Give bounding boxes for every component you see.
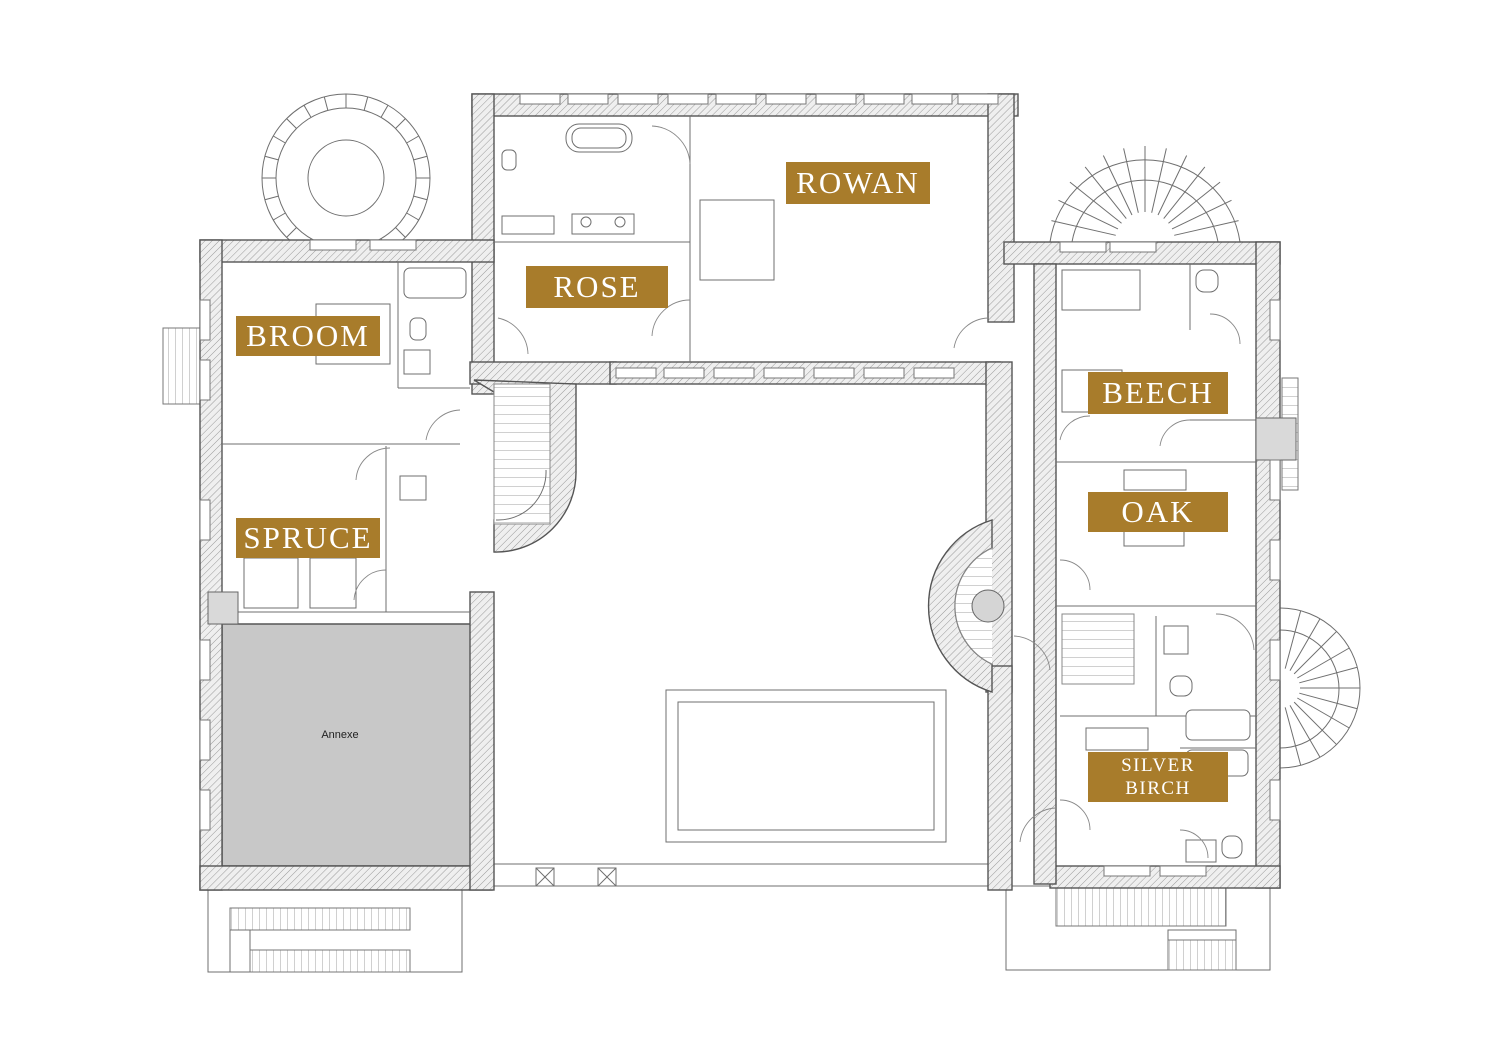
- room-label-rowan: ROWAN: [786, 162, 930, 204]
- room-label-broom: BROOM: [236, 316, 380, 356]
- room-label-oak: OAK: [1088, 492, 1228, 532]
- door-swings: [353, 125, 1255, 859]
- room-label-silver-birch-line2: BIRCH: [1125, 778, 1191, 799]
- annexe-area: [221, 623, 473, 867]
- exterior-spiral-stair-top: [1049, 146, 1241, 243]
- room-label-annexe: Annexe: [321, 729, 359, 741]
- left-entrance-steps: [162, 327, 204, 405]
- room-label-spruce: SPRUCE: [236, 518, 380, 558]
- interior-partitions: [222, 116, 1256, 749]
- bottom-right-steps: [1005, 885, 1271, 971]
- swimming-pool: [665, 689, 947, 843]
- windows: [199, 93, 1281, 877]
- exterior-spiral-stair-right: [1279, 607, 1361, 769]
- rotunda: [261, 93, 431, 263]
- room-label-rose: ROSE: [526, 266, 668, 308]
- room-label-silver-birch-line1: SILVER: [1121, 755, 1195, 776]
- terrace-rail: [491, 863, 993, 887]
- left-curved-stair: [473, 379, 577, 553]
- room-label-silver-birch: SILVER BIRCH: [1088, 752, 1228, 802]
- bottom-left-steps: [207, 883, 463, 973]
- right-curved-stair: [927, 519, 1005, 693]
- room-label-beech: BEECH: [1088, 372, 1228, 414]
